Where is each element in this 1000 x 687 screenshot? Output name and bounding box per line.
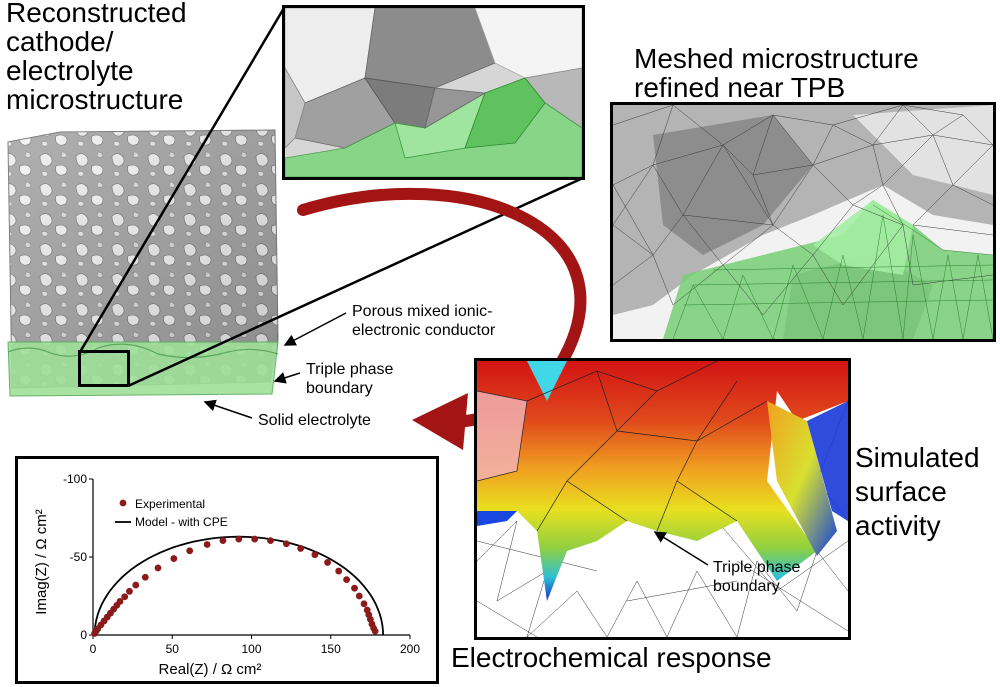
electrolyte-label: Solid electrolyte (258, 412, 371, 429)
activity-facet-blue (807, 401, 848, 521)
experimental-point (235, 535, 243, 543)
arrow-head (412, 393, 468, 450)
simulated-title-line: activity (855, 510, 941, 541)
zoom-selection-box (78, 350, 130, 387)
meshed-title-line: Meshed microstructure (634, 43, 919, 74)
facet-edges (477, 361, 768, 532)
experimental-point (343, 576, 350, 584)
experimental-point (154, 564, 162, 572)
electrochemical-title: Electrochemical response (451, 642, 772, 673)
porous-label-line: electronic conductor (352, 322, 496, 339)
meshed-microstructure-panel (610, 102, 996, 342)
grey-facet (424, 87, 487, 129)
nyquist-chart: 0 50 100 150 200 0 -50 -100 Experimental Model … (33, 472, 420, 678)
chart-legend: Experimental Model - with CPE (115, 497, 228, 529)
reconstructed-title-line: microstructure (6, 84, 184, 115)
experimental-point (170, 555, 178, 562)
y-tick-label: 0 (80, 628, 87, 642)
experimental-point (282, 540, 290, 548)
activity-facet-light (477, 391, 527, 481)
x-tick-label: 100 (241, 642, 261, 656)
activity-facet-right (767, 401, 837, 556)
simulated-title-line: surface (855, 476, 947, 507)
zoom-connector-line (78, 7, 286, 353)
experimental-point (219, 537, 227, 545)
chart-axes: 0 50 100 150 200 0 -50 -100 (63, 472, 420, 656)
legend-experimental-marker (119, 499, 127, 507)
impedance-chart-panel: 0 50 100 150 200 0 -50 -100 Experimental Model … (15, 456, 439, 684)
y-axis-label: Imag(Z) / Ω cm² (33, 509, 50, 614)
legend-model-label: Model - with CPE (135, 515, 228, 529)
experimental-point (267, 537, 274, 545)
experimental-point (351, 584, 358, 592)
mesh-light-region (853, 105, 993, 195)
x-axis-label: Real(Z) / Ω cm² (159, 661, 262, 678)
mesh-wireframe (613, 105, 993, 316)
tpb-activity-label-line: boundary (713, 578, 780, 595)
experimental-point (126, 587, 133, 595)
experimental-point (311, 551, 319, 559)
mesh-dark-region (653, 115, 813, 255)
tpb-label-line: Triple phase (306, 361, 394, 378)
experimental-point (203, 541, 211, 548)
meshed-title: Meshed microstructure refined near TPB (634, 44, 919, 102)
tpb-activity-label-line: Triple phase (713, 559, 801, 576)
legend-experimental-label: Experimental (135, 497, 205, 511)
x-tick-label: 50 (166, 642, 180, 656)
reconstructed-title: Reconstructed cathode/ electrolyte micro… (6, 0, 187, 114)
cube-shading (8, 130, 278, 388)
green-electrolyte-facet (464, 77, 546, 149)
simulated-title-line: Simulated (855, 442, 980, 473)
mesh-refined-wireframe (672, 204, 993, 339)
experimental-point (186, 547, 194, 555)
tpb-label-line: boundary (306, 380, 373, 397)
porous-label-line: Porous mixed ionic- (352, 303, 493, 320)
surface-activity-panel (474, 358, 851, 640)
zoomed-interface-render (285, 8, 582, 177)
x-tick-label: 150 (321, 642, 341, 656)
experimental-point (297, 545, 305, 552)
meshed-title-line: refined near TPB (634, 72, 846, 103)
reconstructed-title-line: electrolyte (6, 55, 134, 86)
experimental-point (324, 559, 331, 566)
y-tick-label: -100 (63, 472, 87, 486)
activity-surface (477, 361, 848, 601)
experimental-point (335, 567, 343, 575)
electrolyte-pointer (203, 399, 253, 419)
surface-activity-render (477, 361, 848, 637)
experimental-point (251, 535, 259, 543)
x-tick-label: 200 (400, 642, 420, 656)
tpb-activity-pointer (653, 531, 709, 566)
experimental-point (116, 598, 124, 605)
porous-pointer (283, 312, 347, 346)
chart-marks (91, 535, 384, 637)
experimental-point (132, 581, 140, 589)
mesh-render (613, 105, 993, 339)
electrolyte-top-edge (7, 343, 279, 359)
porous-label: Porous mixed ionic- electronic conductor (352, 302, 495, 340)
reconstructed-title-line: cathode/ (6, 26, 114, 57)
tpb-label: Triple phase boundary (306, 360, 393, 398)
tpb-pointer (273, 372, 301, 384)
microstructure-cube (7, 129, 279, 397)
x-tick-label: 0 (90, 642, 97, 656)
experimental-point (121, 593, 129, 601)
grey-facet (364, 8, 496, 89)
reconstructed-title-line: Reconstructed (6, 0, 187, 28)
activity-facet-bottom (477, 511, 517, 526)
experimental-point (355, 592, 363, 600)
zoomed-interface-panel (282, 5, 585, 180)
tpb-activity-label: Triple phase boundary (713, 558, 800, 596)
simulated-title: Simulated surface activity (855, 441, 980, 543)
y-tick-label: -50 (70, 550, 88, 564)
experimental-point (371, 627, 379, 635)
activity-facet-cyan (527, 361, 567, 401)
grey-facet (285, 67, 306, 149)
experimental-point (360, 600, 368, 608)
experimental-point (141, 573, 149, 581)
